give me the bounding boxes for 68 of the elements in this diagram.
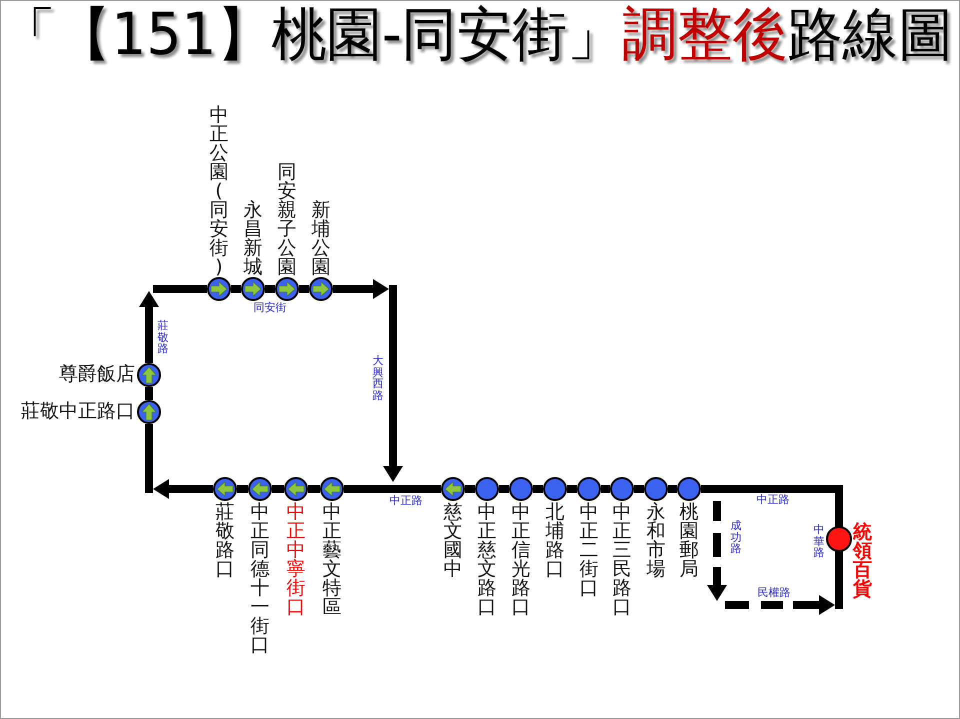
stop-circle	[475, 477, 499, 501]
stop-name: 中正三民路口	[612, 503, 632, 617]
route-line	[145, 424, 153, 493]
route-line	[567, 485, 577, 493]
route-line	[153, 285, 207, 293]
arrow-stop-marker	[441, 477, 465, 501]
route-line	[344, 485, 441, 493]
street-name-label: 成功路	[730, 520, 742, 555]
stop-name: 中正藝文特區	[322, 503, 342, 617]
stop-circle	[577, 477, 601, 501]
stop-circle	[610, 477, 634, 501]
arrow-stop-marker	[137, 363, 161, 387]
stop-name: 永和市場	[646, 503, 666, 579]
arrow-stop-marker	[213, 477, 237, 501]
stop-name: 永昌新城	[244, 201, 262, 277]
route-line	[465, 485, 475, 493]
arrow-stop-marker	[275, 277, 299, 301]
stop-name: 新埔公園	[312, 201, 330, 277]
stop-name: 中正中寧街口	[286, 503, 306, 617]
route-line	[499, 485, 509, 493]
arrow-stop-marker	[207, 277, 231, 301]
stop-name: 北埔路口	[546, 503, 564, 579]
arrow-stop-marker	[241, 277, 265, 301]
street-name-label: 同安街	[254, 302, 286, 314]
stop-name: 中正信光路口	[512, 503, 530, 617]
stop-name: 尊爵飯店	[59, 365, 135, 384]
stop-name: 中正慈文路口	[478, 503, 496, 617]
street-name-label: 莊敬路	[158, 320, 168, 355]
arrow-stop-marker	[309, 277, 333, 301]
stop-name: 中正二街口	[580, 503, 598, 598]
street-name-label: 中華路	[814, 524, 824, 559]
stop-circle	[644, 477, 668, 501]
route-line	[701, 485, 843, 609]
stop-name: 同安親子公園	[278, 163, 296, 277]
title: 「【151】桃園-同安街」調整後路線圖	[1, 1, 953, 70]
arrow-stop-marker	[284, 477, 308, 501]
route-line	[299, 285, 309, 293]
terminal-stop-circle	[826, 526, 852, 552]
route-line	[237, 485, 248, 493]
street-name-label: 中正路	[756, 494, 790, 506]
stop-name: 莊敬路口	[216, 503, 234, 579]
stop-name: 桃園郵局	[680, 503, 698, 579]
route-line	[145, 387, 153, 400]
stop-name: 中正同德十一街口	[250, 503, 270, 655]
arrow-stop-marker	[248, 477, 272, 501]
route-line	[265, 285, 275, 293]
route-line	[533, 485, 543, 493]
arrow-stop-marker	[320, 477, 344, 501]
arrow-stop-marker	[137, 400, 161, 424]
route-line	[634, 485, 644, 493]
stop-name: 中正公園(同安街)	[210, 106, 228, 277]
route-line	[272, 485, 284, 493]
route-line	[308, 485, 320, 493]
stop-circle	[543, 477, 567, 501]
stop-circle	[677, 477, 701, 501]
route-arrow	[153, 479, 213, 499]
route-arrow	[333, 279, 389, 299]
street-name-label: 中正路	[390, 495, 422, 508]
stop-name: 統領百貨	[853, 523, 872, 599]
route-line	[601, 485, 610, 493]
street-name-label: 大興西路	[372, 355, 384, 402]
stop-name: 莊敬中正路口	[21, 402, 135, 421]
route-line	[231, 285, 241, 293]
stop-circle	[509, 477, 533, 501]
street-name-label: 民權路	[758, 587, 790, 600]
route-line	[668, 485, 677, 493]
stop-name: 慈文國中	[444, 503, 462, 579]
route-arrow	[139, 291, 159, 363]
